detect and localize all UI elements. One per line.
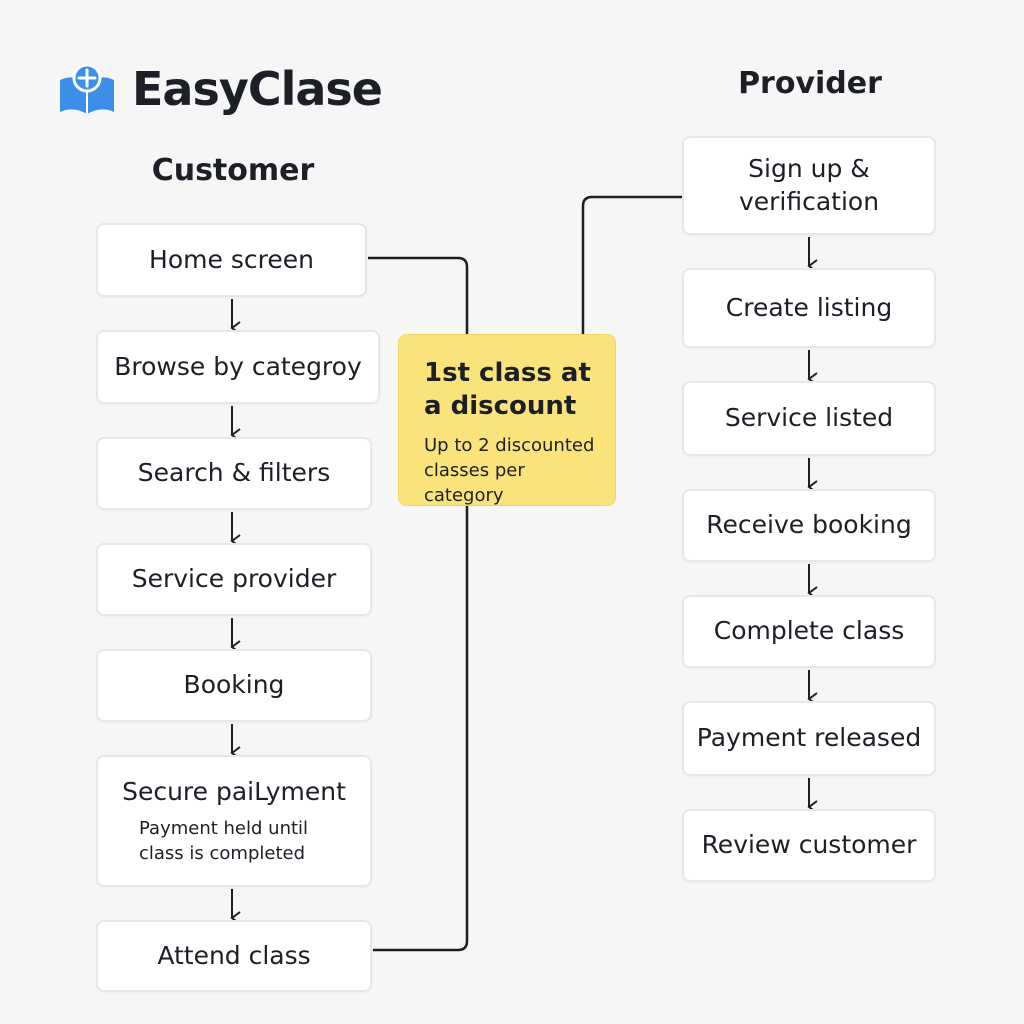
brand-name: EasyClase <box>132 62 383 116</box>
book-compass-icon <box>60 63 114 114</box>
brand: EasyClase <box>56 58 383 120</box>
customer-step-home-screen[interactable]: Home screen <box>96 223 367 297</box>
provider-step-create-listing[interactable]: Create listing <box>682 268 936 348</box>
step-label: Review customer <box>701 830 917 860</box>
step-label: Booking <box>183 670 285 700</box>
provider-step-service-listed[interactable]: Service listed <box>682 381 936 456</box>
customer-step-browse-by-category[interactable]: Browse by categroy <box>96 330 380 404</box>
step-label: Search & filters <box>137 458 331 488</box>
step-label: Attend class <box>157 940 311 970</box>
provider-step-complete-class[interactable]: Complete class <box>682 595 936 668</box>
step-label: Service listed <box>724 403 894 433</box>
provider-step-sign-up[interactable]: Sign up & verification <box>682 136 936 235</box>
provider-connector <box>581 195 682 334</box>
customer-step-secure-payment[interactable]: Secure paiLyment Payment held until clas… <box>96 755 372 887</box>
step-label: Service provider <box>131 564 337 594</box>
provider-step-payment-released[interactable]: Payment released <box>682 701 936 776</box>
customer-step-attend-class[interactable]: Attend class <box>96 920 372 992</box>
provider-step-receive-booking[interactable]: Receive booking <box>682 489 936 562</box>
step-note: Payment held until class is completed <box>139 818 309 865</box>
step-label: Receive booking <box>706 510 912 540</box>
step-label: Payment released <box>696 723 922 753</box>
step-label: Create listing <box>725 292 893 322</box>
step-label: Secure paiLyment <box>122 776 346 806</box>
customer-flow-connector <box>368 256 469 952</box>
discount-promo: 1st class at a discount Up to 2 discount… <box>398 334 616 506</box>
customer-step-booking[interactable]: Booking <box>96 649 372 722</box>
step-label: Sign up & verification <box>738 154 880 216</box>
promo-title: 1st class at a discount <box>424 358 591 421</box>
customer-heading: Customer <box>151 153 315 188</box>
step-label: Complete class <box>713 616 905 646</box>
provider-heading: Provider <box>738 66 882 101</box>
step-label: Browse by categroy <box>114 351 362 381</box>
promo-subtitle: Up to 2 discounted classes per category <box>424 434 595 506</box>
provider-step-review-customer[interactable]: Review customer <box>682 809 936 882</box>
customer-step-service-provider[interactable]: Service provider <box>96 543 372 616</box>
customer-step-search-filters[interactable]: Search & filters <box>96 437 372 510</box>
step-label: Home screen <box>149 244 314 274</box>
